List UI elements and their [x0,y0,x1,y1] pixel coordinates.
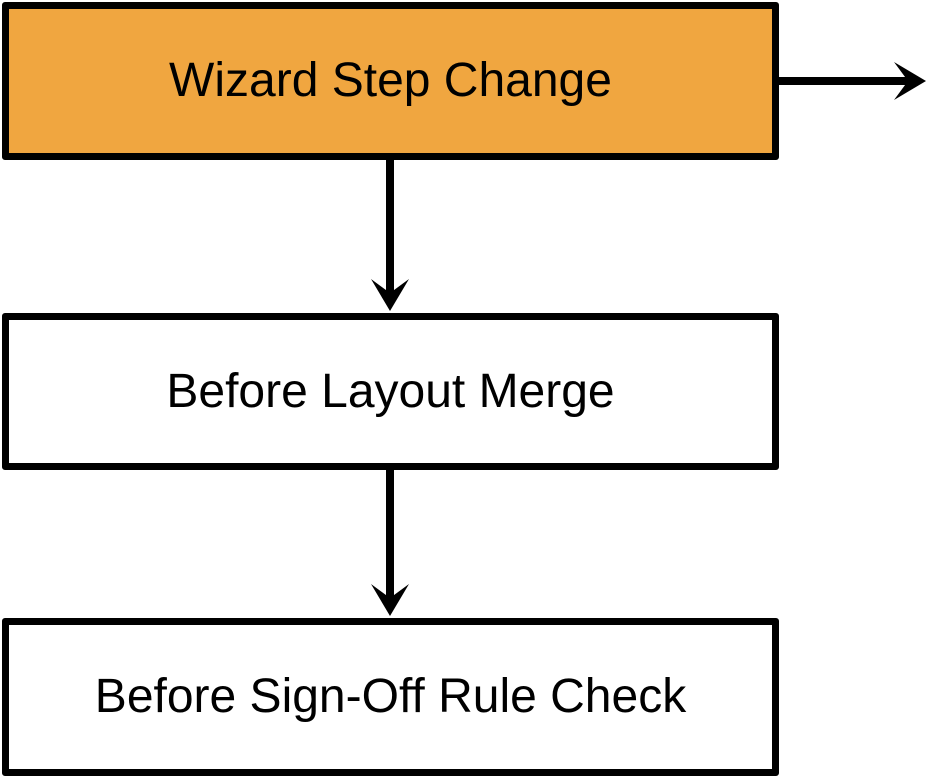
edge-wizard-step-change-right [777,62,926,100]
node-label: Before Layout Merge [166,364,615,418]
arrowhead-right-icon [894,62,926,100]
node-before-layout-merge: Before Layout Merge [2,313,779,470]
node-label: Before Sign-Off Rule Check [94,670,687,723]
node-label: Wizard Step Change [169,54,612,107]
arrowhead-down-icon [371,279,409,311]
edge-layout-merge-to-sign-off [371,468,409,616]
node-before-sign-off-rule-check: Before Sign-Off Rule Check [2,618,779,776]
arrowhead-down-icon [371,584,409,616]
edge-wizard-to-layout-merge [371,158,409,311]
node-wizard-step-change: Wizard Step Change [2,2,779,160]
